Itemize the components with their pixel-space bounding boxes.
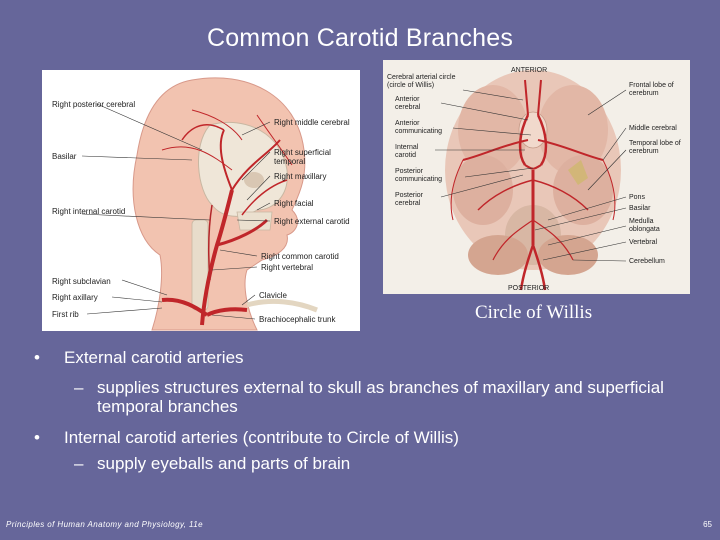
label-right-vertebral: Right vertebral — [261, 263, 314, 272]
label-right-posterior-cerebral: Right posterior cerebral — [52, 100, 136, 109]
label-middle-cerebral: Middle cerebral — [629, 125, 677, 132]
bullet-marker: • — [34, 428, 40, 447]
sub-bullet-external-carotid: supplies structures external to skull as… — [97, 378, 664, 416]
label-right-external-carotid: Right external carotid — [274, 217, 350, 226]
label-right-axillary: Right axillary — [52, 293, 98, 302]
label-right-maxillary: Right maxillary — [274, 172, 327, 181]
head-neck-illustration — [81, 77, 318, 331]
bullet-external-carotid: External carotid arteries — [64, 348, 244, 367]
page-number: 65 — [703, 520, 712, 529]
label-basilar: Basilar — [52, 152, 77, 161]
label-right-middle-cerebral: Right middle cerebral — [274, 118, 350, 127]
sub-bullet-marker: – — [74, 378, 84, 397]
label-frontal-lobe: Frontal lobe of cerebrum — [629, 82, 674, 97]
bullet-internal-carotid: Internal carotid arteries (contribute to… — [64, 428, 459, 447]
label-right-subclavian: Right subclavian — [52, 277, 111, 286]
sub-bullet-internal-carotid: supply eyeballs and parts of brain — [97, 454, 351, 473]
label-anterior-communicating: Anterior communicating — [395, 120, 443, 135]
label-posterior: POSTERIOR — [508, 285, 550, 292]
label-cerebellum: Cerebellum — [629, 258, 665, 265]
label-clavicle: Clavicle — [259, 291, 288, 300]
figure-caption: Circle of Willis — [475, 302, 593, 323]
slide-title: Common Carotid Branches — [206, 24, 514, 52]
label-right-superficial-temporal: Right superficial temporal — [274, 148, 331, 166]
label-anterior-cerebral: Anterior cerebral — [395, 96, 421, 111]
label-anterior: ANTERIOR — [511, 67, 548, 74]
brain-base-illustration — [435, 70, 627, 291]
footer-source: Principles of Human Anatomy and Physiolo… — [6, 520, 203, 529]
label-temporal-lobe: Temporal lobe of cerebrum — [629, 140, 681, 155]
sub-bullet-marker: – — [74, 454, 84, 473]
label-right-common-carotid: Right common carotid — [261, 252, 339, 261]
label-posterior-cerebral: Posterior cerebral — [395, 192, 424, 207]
label-medulla-oblongata: Medulla oblongata — [629, 218, 660, 233]
label-vertebral: Vertebral — [629, 239, 658, 246]
label-posterior-communicating: Posterior communicating — [395, 168, 443, 183]
label-right-facial: Right facial — [274, 199, 314, 208]
label-pons: Pons — [629, 194, 645, 201]
label-cerebral-arterial-circle: Cerebral arterial circle (circle of Will… — [387, 74, 456, 89]
label-right-internal-carotid: Right internal carotid — [52, 207, 126, 216]
circle-of-willis-figure: ANTERIOR POSTERIOR Cerebral arterial cir… — [383, 60, 690, 294]
head-neck-arteries-figure: Right posterior cerebral Basilar Right i… — [42, 70, 360, 331]
label-brachiocephalic-trunk: Brachiocephalic trunk — [259, 315, 336, 324]
label-first-rib: First rib — [52, 310, 79, 319]
label-basilar-right: Basilar — [629, 205, 651, 212]
bullet-marker: • — [34, 348, 40, 367]
label-internal-carotid: Internal carotid — [395, 144, 419, 159]
